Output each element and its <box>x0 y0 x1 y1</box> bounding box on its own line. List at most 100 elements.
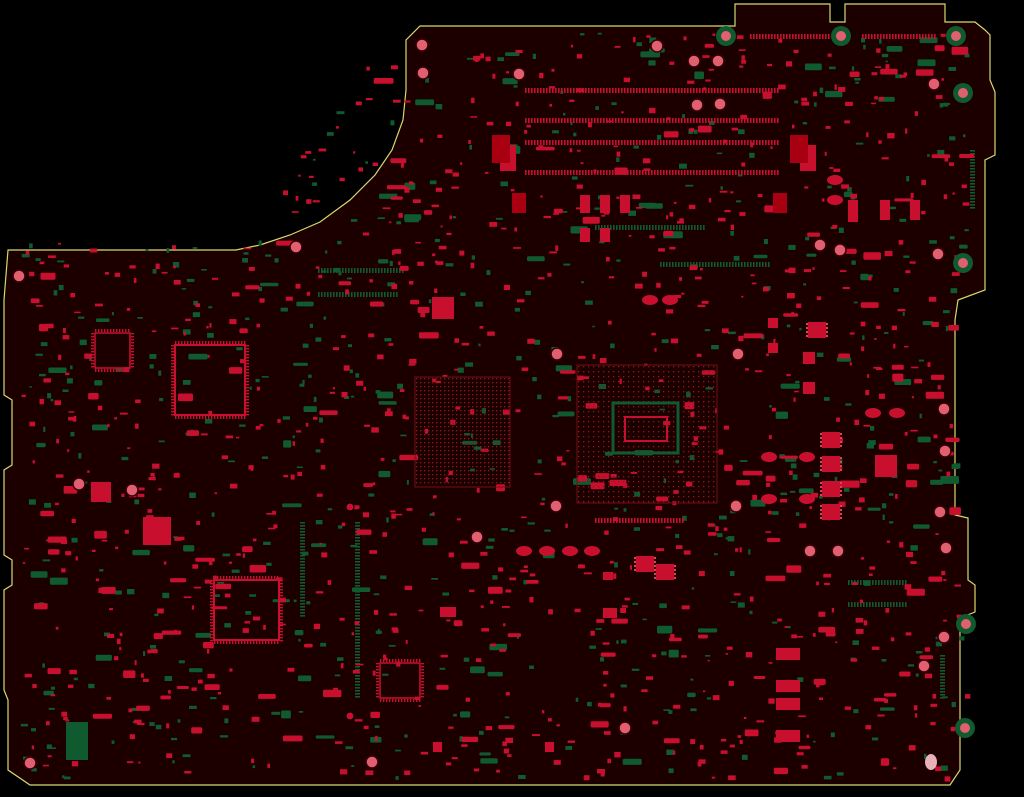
bga-ball <box>416 458 418 460</box>
bottom-component <box>775 411 788 419</box>
dimm-slot-pins <box>777 88 779 93</box>
dimm-slot-pins <box>654 118 656 123</box>
bga-ball <box>593 471 595 473</box>
dimm-slot-pins <box>552 140 554 145</box>
connector-pins <box>970 198 975 200</box>
bga-ball <box>508 378 510 380</box>
qfp-pin <box>280 586 283 588</box>
smd-pad <box>745 368 749 371</box>
connector-pins <box>387 268 389 273</box>
dimm-slot-pins <box>708 170 710 175</box>
connector-pins <box>762 34 764 39</box>
dimm-slot-pins <box>573 88 575 93</box>
bga-ball <box>578 371 580 373</box>
connector-pins <box>925 34 927 39</box>
bga-ball <box>608 396 610 398</box>
bga-ball <box>663 386 665 388</box>
smd-pad <box>718 449 724 455</box>
dimm-slot-pins <box>729 88 731 93</box>
bga-ball <box>420 426 422 428</box>
bottom-pad <box>938 469 943 472</box>
dimm-slot-pins <box>606 170 608 175</box>
qfp-pin <box>380 699 382 702</box>
bga-ball <box>703 471 705 473</box>
smd-pad <box>147 509 153 513</box>
smd-pad <box>844 120 850 124</box>
connector-pins <box>384 292 386 297</box>
bga-ball <box>703 436 705 438</box>
connector-pins <box>890 602 892 607</box>
bga-ball <box>603 451 605 453</box>
qfp-pin <box>196 341 198 344</box>
bottom-pad <box>306 601 311 605</box>
dimm-slot-pins <box>717 140 719 145</box>
dimm-slot-pins <box>669 118 671 123</box>
bga-ball <box>416 430 418 432</box>
bga-ball <box>416 446 418 448</box>
bga-ball <box>618 416 620 418</box>
bga-ball <box>668 496 670 498</box>
mosfet-pin <box>654 577 656 579</box>
connector-pins <box>652 225 654 230</box>
bottom-pad <box>266 562 272 566</box>
smd-pad <box>849 362 852 366</box>
connector-pins <box>300 615 305 617</box>
super-io-chip <box>174 344 246 416</box>
bga-ball <box>708 366 710 368</box>
smd-pad <box>910 429 918 432</box>
connector-pins <box>613 518 615 523</box>
bottom-component <box>930 479 944 485</box>
bga-ball <box>504 442 506 444</box>
bottom-pad <box>245 611 252 615</box>
bottom-pad <box>261 376 269 378</box>
smd-pad <box>236 436 240 439</box>
qfp-pin <box>262 576 264 579</box>
connector-pins <box>711 262 713 267</box>
bga-ball <box>444 482 446 484</box>
bga-ball <box>476 430 478 432</box>
bottom-pad <box>298 711 304 713</box>
connector-pins <box>905 580 907 585</box>
smd-pad <box>185 318 191 321</box>
smd-pad <box>351 632 354 636</box>
dimm-slot-pins <box>639 170 641 175</box>
component-footprint <box>860 302 879 308</box>
qfp-pin <box>280 598 283 600</box>
smd-pad <box>579 564 582 568</box>
smd-pad <box>163 561 167 565</box>
bottom-pad <box>249 386 252 390</box>
dimm-slot-pins <box>627 140 629 145</box>
qfp-pin <box>223 416 225 419</box>
connector-pins <box>604 518 606 523</box>
bga-ball <box>480 454 482 456</box>
component-footprint <box>136 705 150 711</box>
bga-ball <box>432 426 434 428</box>
bga-ball <box>484 382 486 384</box>
qfp-pin <box>171 393 174 395</box>
bga-ball <box>593 366 595 368</box>
bottom-pad <box>788 244 796 250</box>
bga-ball <box>578 476 580 478</box>
dimm-slot-pins <box>639 140 641 145</box>
bga-ball <box>663 406 665 408</box>
smd-pad <box>172 245 176 250</box>
bga-ball <box>488 450 490 452</box>
bga-ball <box>480 482 482 484</box>
bga-ball <box>643 386 645 388</box>
bga-ball <box>683 381 685 383</box>
bga-ball <box>500 394 502 396</box>
bga-ball <box>460 482 462 484</box>
bga-ball <box>464 458 466 460</box>
connector-pins <box>355 654 360 656</box>
bga-ball <box>628 491 630 493</box>
bga-ball <box>496 426 498 428</box>
smd-pad <box>280 623 286 626</box>
connector-pins <box>714 262 716 267</box>
bga-ball <box>598 496 600 498</box>
connector-pins <box>355 633 360 635</box>
dimm-slot-pins <box>711 118 713 123</box>
bga-ball <box>638 411 640 413</box>
component-footprint <box>590 482 605 490</box>
dimm-slot-pins <box>630 88 632 93</box>
